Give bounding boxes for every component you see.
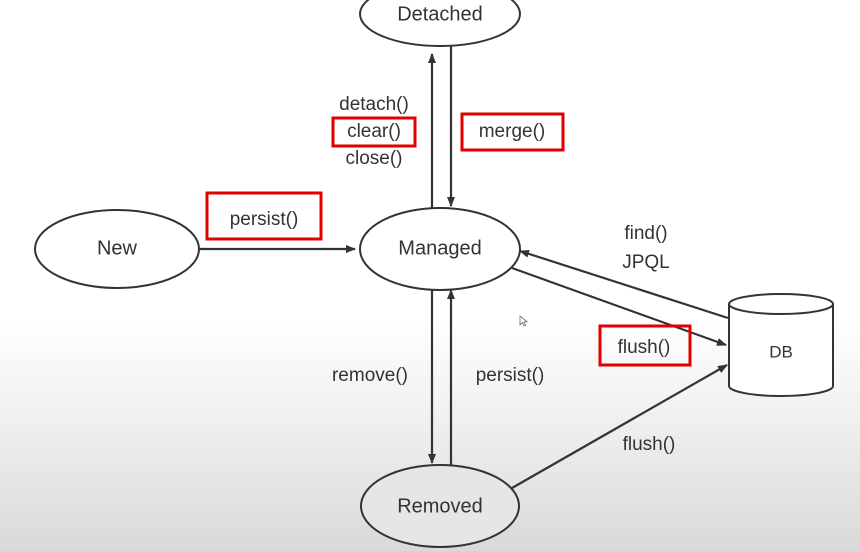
label-close: close() xyxy=(345,148,402,169)
highlight-box-merge xyxy=(460,112,565,152)
node-db: DB xyxy=(728,293,834,397)
node-new-label: New xyxy=(97,237,138,259)
highlight-box-flush xyxy=(598,324,692,367)
nodes: Detached New Managed Removed DB xyxy=(34,0,834,548)
node-managed: Managed xyxy=(359,207,521,291)
label-remove: remove() xyxy=(332,365,408,386)
edge-labels: detach() clear() close() merge() persist… xyxy=(230,94,676,455)
node-removed: Removed xyxy=(360,464,520,548)
label-clear: clear() xyxy=(347,121,401,142)
node-managed-label: Managed xyxy=(398,237,481,259)
label-merge: merge() xyxy=(479,121,546,142)
highlight-box-clear xyxy=(331,116,417,148)
label-flush-managed: flush() xyxy=(618,337,671,358)
node-db-label: DB xyxy=(769,342,793,361)
edges xyxy=(199,46,729,489)
arrow-db-to-managed xyxy=(519,249,729,320)
label-detach: detach() xyxy=(339,94,409,115)
node-new: New xyxy=(34,209,200,289)
node-detached-label: Detached xyxy=(397,3,483,25)
label-persist-removed: persist() xyxy=(476,365,545,386)
mouse-cursor-icon xyxy=(519,315,529,327)
label-find: find() xyxy=(624,223,667,244)
node-detached: Detached xyxy=(359,0,521,47)
highlight-box-persist xyxy=(205,191,323,241)
label-jpql: JPQL xyxy=(622,252,670,273)
node-removed-label: Removed xyxy=(397,495,483,517)
label-persist-new: persist() xyxy=(230,209,299,230)
arrow-removed-to-db xyxy=(511,364,728,489)
label-flush-removed: flush() xyxy=(623,434,676,455)
highlight-boxes xyxy=(205,112,692,367)
